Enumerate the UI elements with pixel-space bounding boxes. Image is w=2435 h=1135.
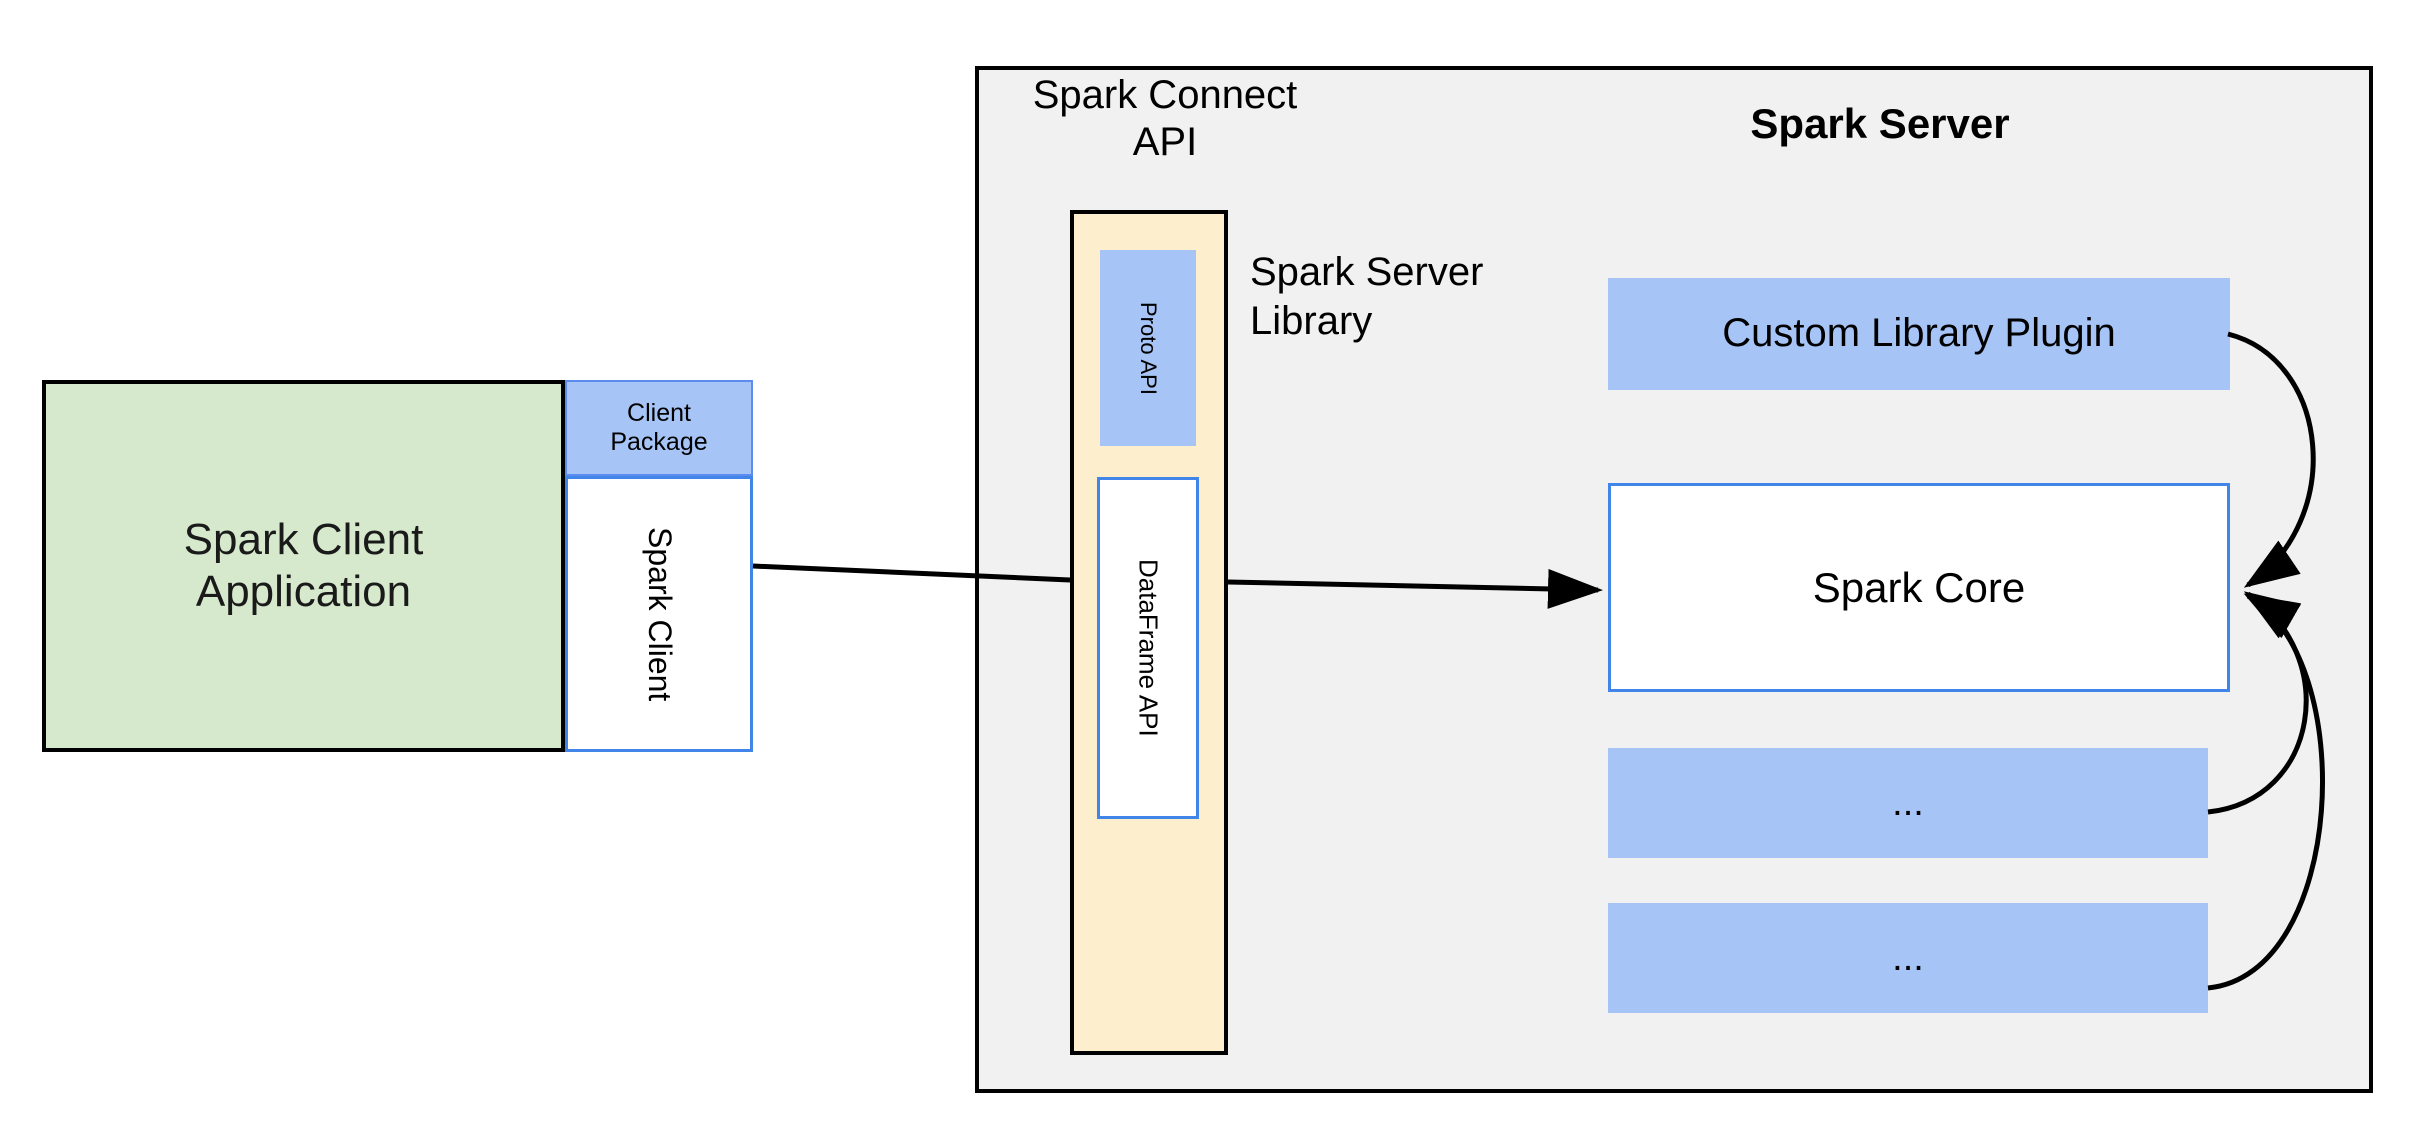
spark-client-application-label-line1: Spark Client <box>183 515 424 565</box>
client-package-label-line2: Package <box>610 428 708 456</box>
spark-server-library-label-line2: Library <box>1250 298 1373 343</box>
client-package-header[interactable]: Client Package <box>565 380 753 476</box>
spark-client-application-box[interactable]: Spark Client Application <box>42 380 565 752</box>
dataframe-api-label: DataFrame API <box>1133 559 1164 737</box>
spark-server-library-label-line1: Spark Server <box>1250 250 1484 294</box>
spark-client-application-label-line2: Application <box>195 567 412 616</box>
spark-connect-api-label-line1: Spark Connect <box>1032 73 1298 117</box>
spark-server-library-label: Spark Server Library <box>1250 248 1580 348</box>
client-package-label-line1: Client <box>627 398 691 427</box>
proto-api-box[interactable]: Proto API <box>1100 250 1196 446</box>
ellipsis-box-2[interactable]: ... <box>1608 903 2208 1013</box>
proto-api-label: Proto API <box>1135 301 1161 395</box>
spark-connect-api-label-line2: API <box>1132 120 1198 165</box>
spark-client-box[interactable]: Spark Client <box>565 476 753 752</box>
spark-connect-api-label: Spark Connect API <box>1020 72 1310 168</box>
dataframe-api-box[interactable]: DataFrame API <box>1097 477 1199 819</box>
custom-library-plugin-box[interactable]: Custom Library Plugin <box>1608 278 2230 390</box>
spark-server-title: Spark Server <box>1750 100 2010 148</box>
spark-client-label: Spark Client <box>641 526 678 702</box>
ellipsis-box-1[interactable]: ... <box>1608 748 2208 858</box>
spark-core-box[interactable]: Spark Core <box>1608 483 2230 692</box>
